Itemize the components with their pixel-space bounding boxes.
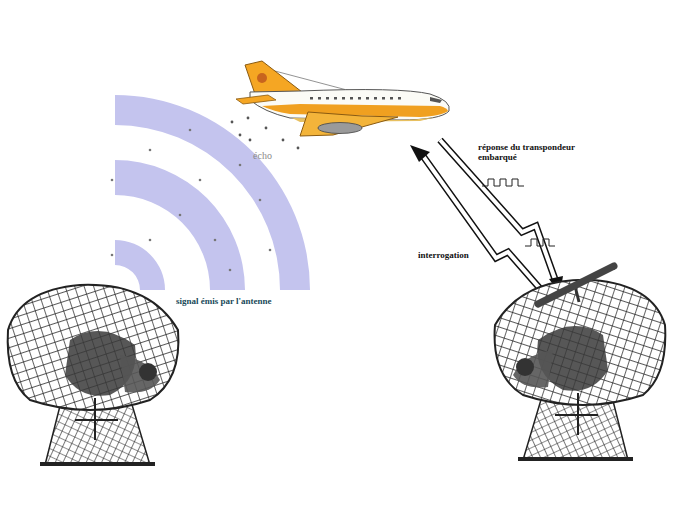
primary-radar (8, 285, 179, 466)
interrogation-arrow (410, 145, 543, 292)
reply-arrow (440, 140, 563, 294)
transponder-reply-label: réponse du transpondeur embarqué (478, 142, 590, 163)
airplane (236, 61, 449, 136)
bar-antenna (538, 266, 614, 304)
echo-label: écho (253, 150, 272, 162)
wave-bands (115, 95, 310, 290)
echo-dots (231, 117, 300, 150)
interrogation-label: interrogation (418, 250, 469, 260)
scatter-dots (111, 129, 272, 272)
secondary-radar (495, 280, 666, 461)
antenna-signal-label: signal émis par l'antenne (176, 296, 272, 306)
